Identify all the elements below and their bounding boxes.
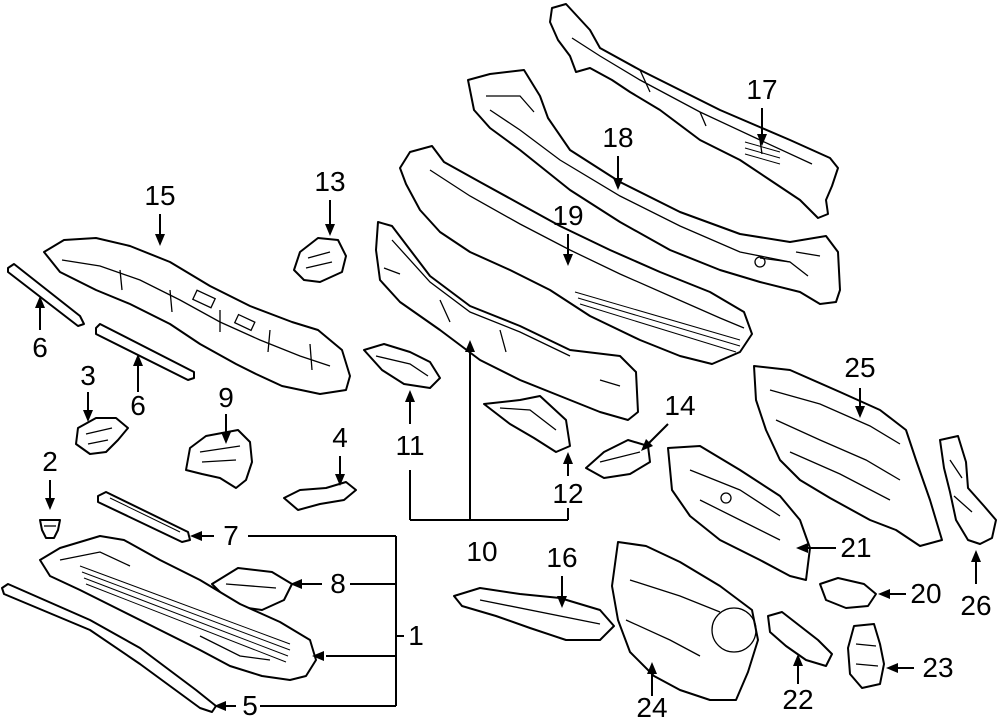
part-24-dash-silencer — [611, 541, 759, 701]
part-26-bracket — [939, 435, 997, 545]
callout-14: 14 — [664, 390, 696, 421]
callout-9: 9 — [218, 382, 234, 413]
part-12-bracket — [483, 395, 571, 453]
part-15-cowl-panel — [43, 237, 351, 395]
leader-lines — [35, 108, 981, 711]
callout-26: 26 — [960, 590, 992, 621]
part-23-bracket — [847, 623, 885, 689]
part-7-strip — [97, 491, 191, 543]
callout-10: 10 — [466, 536, 498, 567]
part-18-brace — [467, 69, 841, 305]
callout-21: 21 — [840, 532, 872, 563]
part-2-clip — [39, 519, 61, 539]
callout-7: 7 — [223, 520, 239, 551]
callout-18: 18 — [602, 122, 634, 153]
callout-25: 25 — [844, 352, 876, 383]
part-5-seal — [1, 583, 217, 713]
callout-4: 4 — [332, 422, 348, 453]
callout-19: 19 — [552, 200, 584, 231]
callout-12: 12 — [552, 478, 584, 509]
callout-22: 22 — [782, 684, 814, 715]
callout-5: 5 — [242, 690, 258, 721]
callout-15: 15 — [144, 180, 176, 211]
callout-13: 13 — [314, 166, 346, 197]
part-20-bracket — [819, 577, 877, 609]
part-6a-seal — [7, 263, 85, 327]
part-16-insulator — [453, 587, 615, 641]
part-17-top-rail — [549, 3, 839, 219]
callout-23: 23 — [922, 652, 954, 683]
callout-1: 1 — [408, 620, 424, 651]
part-14-bracket — [585, 439, 651, 479]
part-10-dash-panel — [375, 221, 639, 421]
callout-17: 17 — [746, 74, 778, 105]
part-19-cowl-top — [399, 145, 753, 365]
callout-8: 8 — [330, 568, 346, 599]
callout-6-lower: 6 — [130, 390, 146, 421]
callout-2: 2 — [42, 446, 58, 477]
part-9-bracket — [185, 429, 253, 489]
part-11-bracket — [363, 343, 441, 389]
callout-3: 3 — [80, 360, 96, 391]
callout-6-upper: 6 — [32, 332, 48, 363]
part-1-cowl-assy — [39, 535, 317, 681]
callout-11: 11 — [395, 430, 425, 461]
part-6b-seal — [95, 323, 195, 381]
part-13-bracket — [293, 237, 347, 283]
callout-24: 24 — [636, 692, 668, 723]
part-21-dash-silencer — [667, 445, 811, 581]
callout-20: 20 — [910, 578, 942, 609]
part-4-bracket — [283, 481, 357, 511]
part-3-bracket — [75, 417, 129, 455]
part-22-bracket — [767, 611, 833, 667]
callout-16: 16 — [546, 542, 578, 573]
part-25-dash-insulator — [753, 365, 943, 547]
